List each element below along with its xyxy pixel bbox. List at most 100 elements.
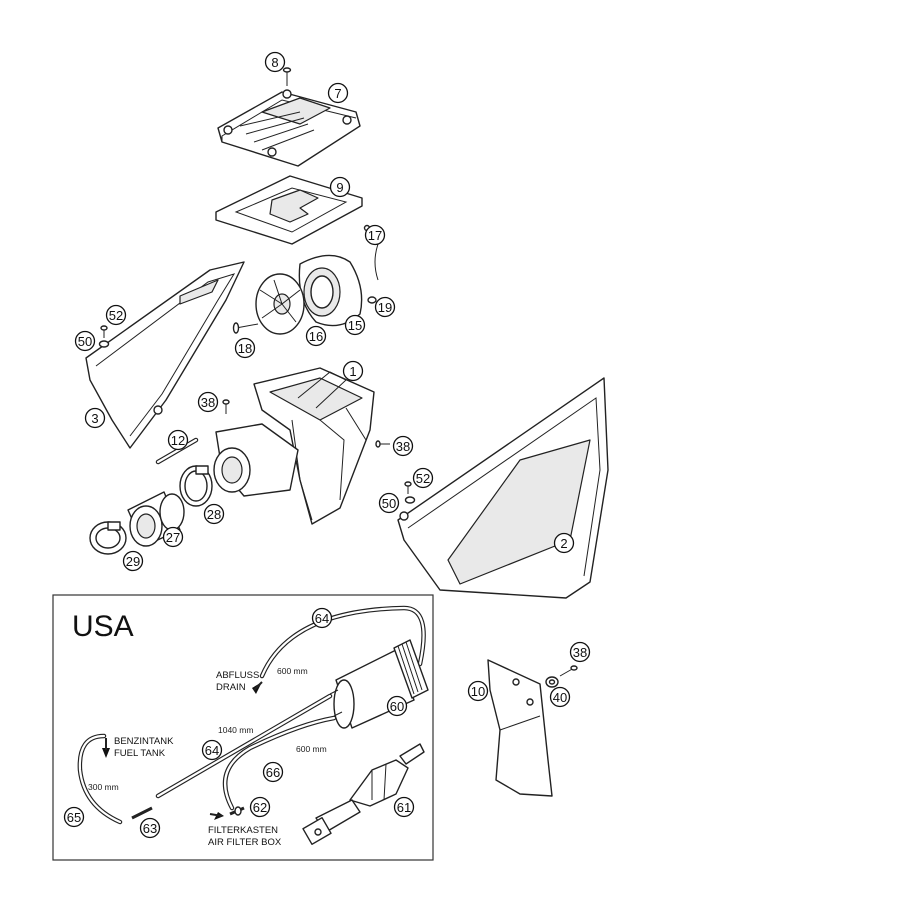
callout-62-c62: 62 xyxy=(249,796,271,818)
callout-19-c19: 19 xyxy=(374,296,396,318)
part-50-washer-left xyxy=(98,340,110,348)
callout-label: 12 xyxy=(171,433,185,448)
callout-label: 28 xyxy=(207,507,221,522)
callout-40-c40: 40 xyxy=(549,686,571,708)
usa-inset-title: USA xyxy=(72,610,134,643)
callout-label: 38 xyxy=(201,395,215,410)
callout-61-c61: 61 xyxy=(393,796,415,818)
usa-inset: USA 600 mm ABFLUSS DRAIN 1040 mm xyxy=(52,594,434,861)
callout-1-c1: 1 xyxy=(342,360,364,382)
callout-29-c29: 29 xyxy=(122,550,144,572)
callout-label: 50 xyxy=(78,334,92,349)
part-61-check-valve xyxy=(302,743,425,845)
part-28-clamp xyxy=(179,465,213,507)
part-10-mud-flap xyxy=(487,659,553,797)
callout-label: 38 xyxy=(573,645,587,660)
callout-12-c12: 12 xyxy=(167,429,189,451)
callout-60-c60: 60 xyxy=(386,695,408,717)
part-60-canister xyxy=(329,639,429,729)
callout-label: 19 xyxy=(378,300,392,315)
callout-label: 8 xyxy=(271,55,278,70)
dim-300: 300 mm xyxy=(88,782,119,792)
callout-10-c10: 10 xyxy=(467,680,489,702)
label-fuel-en: FUEL TANK xyxy=(114,748,166,759)
callout-label: 52 xyxy=(416,471,430,486)
callout-9-c9: 9 xyxy=(329,176,351,198)
label-drain-en: DRAIN xyxy=(216,682,246,693)
dim-1040: 1040 mm xyxy=(218,725,253,735)
callout-50-c50b: 50 xyxy=(378,492,400,514)
callout-28-c28: 28 xyxy=(203,503,225,525)
callout-label: 64 xyxy=(315,611,329,626)
callout-label: 1 xyxy=(349,364,356,379)
part-52-screw-right xyxy=(404,481,412,494)
part-18-bolt xyxy=(232,322,259,334)
callout-label: 3 xyxy=(91,411,98,426)
callout-label: 64 xyxy=(205,743,219,758)
callout-7-c7: 7 xyxy=(327,82,349,104)
callout-label: 60 xyxy=(390,699,404,714)
callout-65-c65: 65 xyxy=(63,806,85,828)
callout-50-c50a: 50 xyxy=(74,330,96,352)
callout-label: 65 xyxy=(67,810,81,825)
callout-17-c17: 17 xyxy=(364,224,386,246)
label-drain-de: ABFLUSS xyxy=(216,670,259,681)
part-8-screw xyxy=(282,67,292,86)
callout-label: 2 xyxy=(560,536,567,551)
callout-label: 40 xyxy=(553,690,567,705)
callout-label: 50 xyxy=(382,496,396,511)
part-9-gasket xyxy=(215,175,363,245)
callout-label: 7 xyxy=(334,86,341,101)
callout-64-c64b: 64 xyxy=(201,739,223,761)
callout-label: 16 xyxy=(309,329,323,344)
label-filterbox-en: AIR FILTER BOX xyxy=(208,837,282,848)
callout-label: 66 xyxy=(266,765,280,780)
callout-label: 38 xyxy=(396,439,410,454)
callout-38-c38a: 38 xyxy=(197,391,219,413)
part-64-hose-top xyxy=(259,605,426,679)
part-62-fitting xyxy=(229,806,245,816)
callouts: 8 7 9 17 52 50 19 15 16 18 1 3 38 12 38 52 50 28 27 29 2 64 60… xyxy=(63,51,591,839)
callout-label: 63 xyxy=(143,821,157,836)
callout-38-c38b: 38 xyxy=(392,435,414,457)
part-64-hose-long xyxy=(155,693,333,799)
part-63-fitting xyxy=(131,806,153,820)
part-2-right-side-cover xyxy=(397,377,609,599)
dim-600-top: 600 mm xyxy=(277,666,308,676)
part-66-hose xyxy=(222,715,337,811)
callout-label: 18 xyxy=(238,341,252,356)
callout-15-c15: 15 xyxy=(344,314,366,336)
part-65-hose xyxy=(77,733,123,825)
callout-label: 9 xyxy=(336,180,343,195)
callout-label: 29 xyxy=(126,554,140,569)
callout-38-c38c: 38 xyxy=(569,641,591,663)
part-52-screw-left xyxy=(100,325,108,338)
callout-label: 61 xyxy=(397,800,411,815)
part-50-washer-right xyxy=(404,496,416,504)
callout-label: 27 xyxy=(166,530,180,545)
callout-52-c52a: 52 xyxy=(105,304,127,326)
part-16-filter-cage xyxy=(255,273,305,335)
callout-8-c8: 8 xyxy=(264,51,286,73)
part-12-hose xyxy=(155,437,199,465)
part-38-screw-a xyxy=(222,399,230,414)
callout-16-c16: 16 xyxy=(305,325,327,347)
callout-label: 62 xyxy=(253,800,267,815)
callout-52-c52b: 52 xyxy=(412,467,434,489)
callout-2-c2: 2 xyxy=(553,532,575,554)
callout-27-c27: 27 xyxy=(162,526,184,548)
callout-66-c66: 66 xyxy=(262,761,284,783)
part-15-air-filter xyxy=(298,254,363,327)
callout-3-c3: 3 xyxy=(84,407,106,429)
dim-600-mid: 600 mm xyxy=(296,744,327,754)
part-38-screw-b xyxy=(375,440,390,448)
part-19-washer xyxy=(367,296,377,304)
label-fuel-de: BENZINTANK xyxy=(114,736,174,747)
part-7-cover xyxy=(217,89,361,167)
callout-label: 15 xyxy=(348,318,362,333)
callout-label: 52 xyxy=(109,308,123,323)
callout-64-c64a: 64 xyxy=(311,607,333,629)
part-29-clamp xyxy=(89,521,127,555)
fuel-arrow xyxy=(102,748,110,758)
